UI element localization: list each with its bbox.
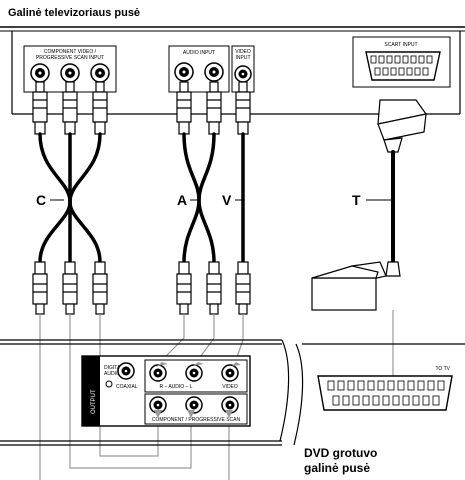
audio-input-label: AUDIO INPUT [183, 50, 215, 56]
tv-side-plugs [32, 81, 251, 135]
scart-plug-dvd-side [311, 261, 401, 311]
dvd-jack-audio-l [185, 364, 203, 382]
cable-callouts: C A V T [36, 192, 392, 208]
dvd-caption-line1: DVD grotuvo [304, 446, 377, 460]
video-input-label-line2: INPUT [236, 55, 251, 61]
scart-socket-tv-pins [370, 55, 433, 76]
digital-audio-label-line1: DIGITAL [104, 365, 123, 371]
tv-jack-pr [30, 63, 50, 83]
scart-input-label: SCART INPUT [384, 42, 417, 48]
video-input-label-line1: VIDEO [235, 49, 251, 55]
dvd-rear-panel [0, 339, 465, 446]
callout-a: A [177, 192, 187, 208]
cable-audio-r [197, 132, 216, 264]
component-input-label-line2: PROGRESSIVE SCAN INPUT [36, 55, 104, 61]
to-tv-label: TO TV [435, 366, 450, 372]
dvd-jack-component-pb [185, 396, 203, 414]
audio-input-box: AUDIO INPUT L R [168, 45, 230, 93]
coaxial-label: COAXIAL [116, 384, 138, 390]
dvd-caption-line2: galinė pusė [304, 461, 370, 475]
dvd-side-plugs [32, 261, 251, 315]
connection-arrows [154, 362, 241, 418]
dvd-jack-video [221, 364, 239, 382]
dvd-jack-coaxial [117, 362, 135, 380]
tv-jack-video [234, 65, 252, 83]
component-input-label-line1: COMPONENT VIDEO / [44, 49, 97, 55]
tv-jack-audio-l [174, 62, 194, 82]
video-input-box: VIDEO INPUT [231, 45, 255, 93]
cable-component-y [68, 132, 102, 264]
callout-v: V [222, 192, 232, 208]
callout-c: C [36, 192, 46, 208]
optical-port-icon [105, 380, 113, 388]
component-input-box: COMPONENT VIDEO / PROGRESSIVE SCAN INPUT… [23, 45, 117, 93]
tv-jack-y [90, 63, 110, 83]
audio-output-label: R – AUDIO – L [159, 384, 192, 390]
digital-audio-label-line2: AUDIO [104, 371, 120, 377]
component-output-label: COMPONENT / PROGRESSIVE SCAN [152, 417, 241, 423]
diagram-title: Galinė televizoriaus pusė [8, 7, 140, 19]
scart-input-box: SCART INPUT [352, 36, 451, 88]
tv-jack-pb [60, 63, 80, 83]
scart-plug-tv-side [377, 99, 428, 153]
video-output-label: VIDEO [222, 384, 238, 390]
cables [38, 132, 395, 264]
dvd-output-panel: OUTPUT DIGITAL AUDIO COAXIAL R – AUDIO –… [81, 355, 251, 427]
tv-jack-audio-r [204, 62, 224, 82]
dvd-scart-socket: TO TV [317, 366, 453, 411]
dvd-jack-audio-r [149, 364, 167, 382]
callout-t: T [352, 192, 361, 208]
output-label: OUTPUT [91, 389, 97, 414]
